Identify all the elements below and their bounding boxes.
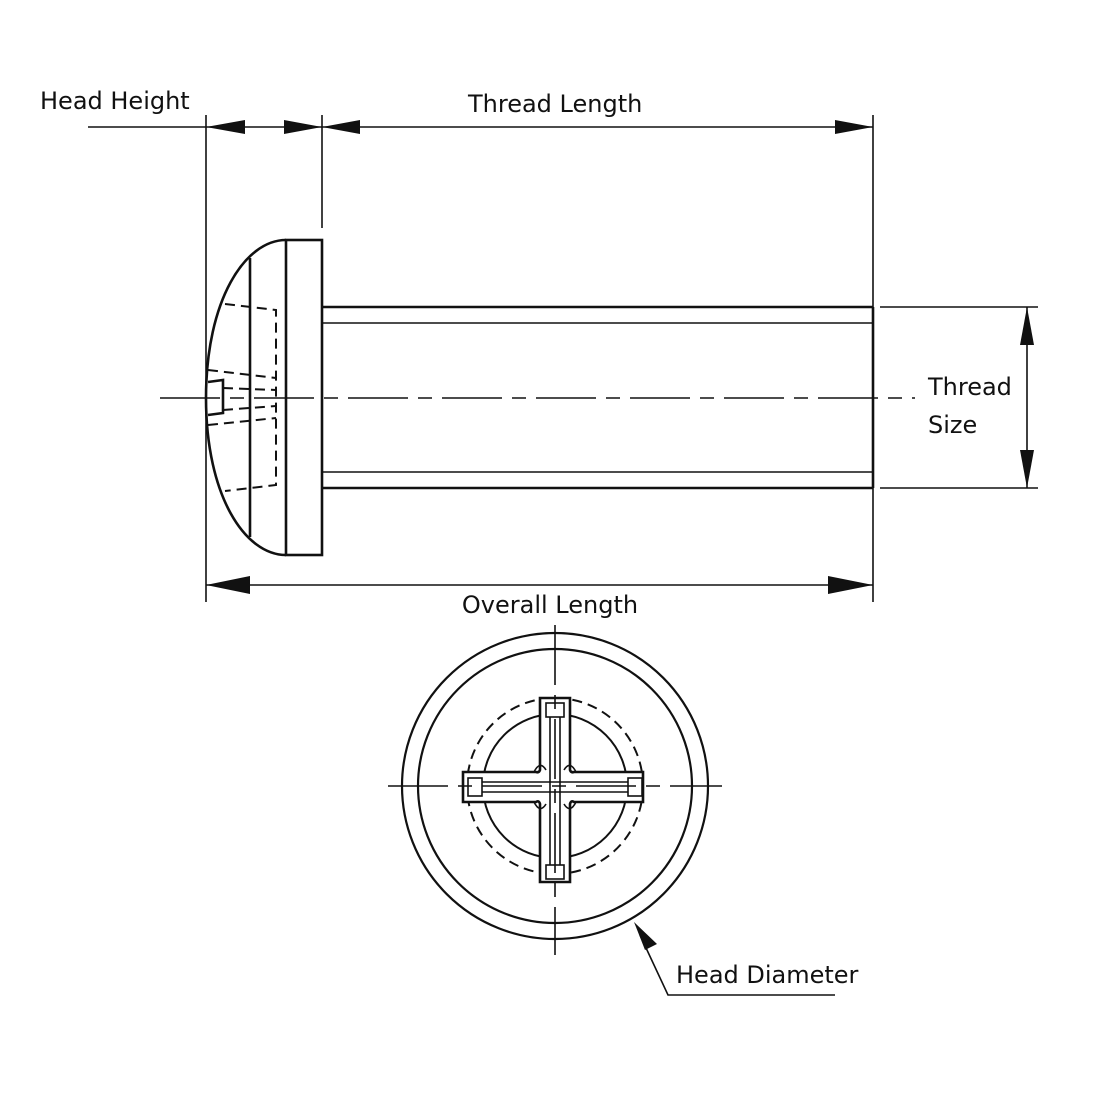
arrow-icon [634,922,657,950]
arrow-icon [1020,450,1034,488]
arrow-icon [206,576,250,594]
extension-lines [205,115,1038,602]
label-thread-length: Thread Length [467,90,642,118]
label-overall-length: Overall Length [462,591,638,619]
screw-head-top-view [388,625,722,955]
arrow-icon [1020,307,1034,345]
arrow-icon [835,120,873,134]
arrow-icon [206,120,245,134]
thread-length-dimension [322,120,873,134]
arrow-icon [828,576,873,594]
overall-length-dimension [206,576,873,594]
label-thread-size-line2: Size [928,411,977,439]
label-head-diameter: Head Diameter [676,961,859,989]
arrow-icon [322,120,360,134]
head-height-dimension [88,120,322,134]
phillips-cross-recess [461,696,645,884]
label-thread-size-line1: Thread [927,373,1012,401]
arrow-icon [284,120,322,134]
label-head-height: Head Height [40,87,190,115]
screw-side-view [160,238,915,557]
head-diameter-leader [634,922,835,996]
thread-size-dimension [1020,307,1034,488]
